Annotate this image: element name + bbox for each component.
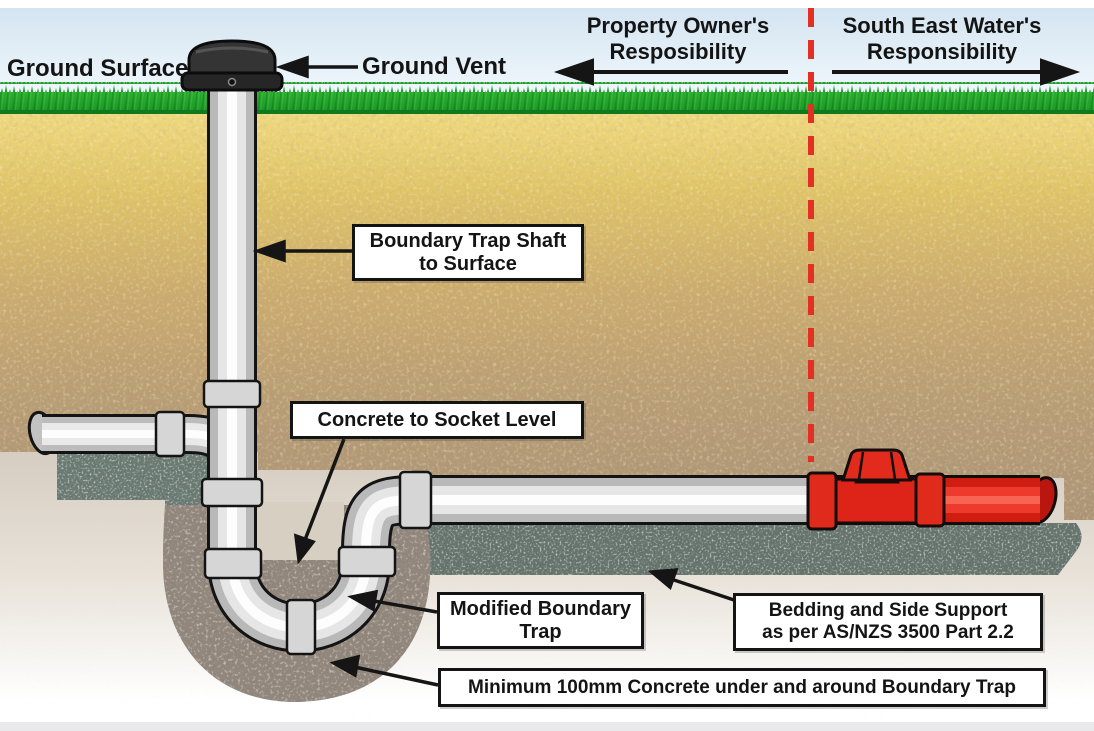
- red-coupling-left: [806, 471, 838, 531]
- sew-red-pipe: [806, 448, 1061, 531]
- zone-owner-line1: Property Owner's: [586, 13, 770, 38]
- arrow-concrete-socket: [293, 533, 316, 565]
- callout-concrete-socket: Concrete to Socket Level: [290, 401, 584, 439]
- gravel-bedding: [412, 523, 1082, 575]
- modified-trap-line2: Trap: [519, 620, 562, 643]
- bedding-line1: Bedding and Side Support: [768, 600, 1008, 622]
- zone-owner-line2: Resposibility: [609, 38, 747, 64]
- min-concrete-text: Minimum 100mm Concrete under and around …: [468, 676, 1016, 698]
- pipe-couplings: [154, 379, 433, 656]
- zone-arrows: [553, 58, 1081, 86]
- valve-body: [832, 477, 922, 525]
- ground-vent-cap: [180, 39, 284, 92]
- vent-screw: [227, 77, 237, 87]
- grass-band: [0, 82, 1094, 114]
- callout-min-concrete: Minimum 100mm Concrete under and around …: [438, 668, 1046, 707]
- zone-heading-property-owner: Property Owner's Resposibility: [558, 13, 798, 65]
- inlet-pipe: [25, 410, 229, 460]
- arrow-owner-zone: [553, 58, 594, 86]
- concrete-socket-text: Concrete to Socket Level: [317, 408, 557, 431]
- arrow-sew-zone: [1040, 58, 1081, 86]
- callout-boundary-trap-shaft: Boundary Trap Shaft to Surface: [352, 224, 584, 281]
- bedding-line2: as per AS/NZS 3500 Part 2.2: [762, 622, 1014, 643]
- arrow-ground-vent: [275, 55, 309, 79]
- arrow-modified-trap: [347, 589, 379, 612]
- modified-trap-line1: Modified Boundary: [449, 597, 632, 620]
- callout-modified-trap: Modified Boundary Trap: [437, 592, 644, 649]
- zone-sew-line2: Responsibility: [866, 38, 1018, 64]
- ground-vent-label: Ground Vent: [362, 53, 506, 80]
- red-coupling-right: [914, 472, 946, 528]
- zone-heading-sew: South East Water's Responsibility: [822, 13, 1062, 65]
- callout-arrows: [252, 55, 738, 687]
- arrow-shaft: [252, 239, 286, 263]
- ground-surface-label: Ground Surface: [7, 55, 189, 82]
- footer-strip: [0, 722, 1094, 731]
- arrow-min-concrete: [329, 654, 361, 678]
- callout-bedding: Bedding and Side Support as per AS/NZS 3…: [733, 593, 1043, 651]
- top-margin: [0, 0, 1094, 8]
- shaft-line2: to Surface: [419, 252, 517, 275]
- zone-sew-line1: South East Water's: [842, 13, 1042, 38]
- inspection-cap-nut: [840, 448, 913, 482]
- arrow-bedding: [647, 568, 679, 590]
- shaft-line1: Boundary Trap Shaft: [369, 229, 567, 252]
